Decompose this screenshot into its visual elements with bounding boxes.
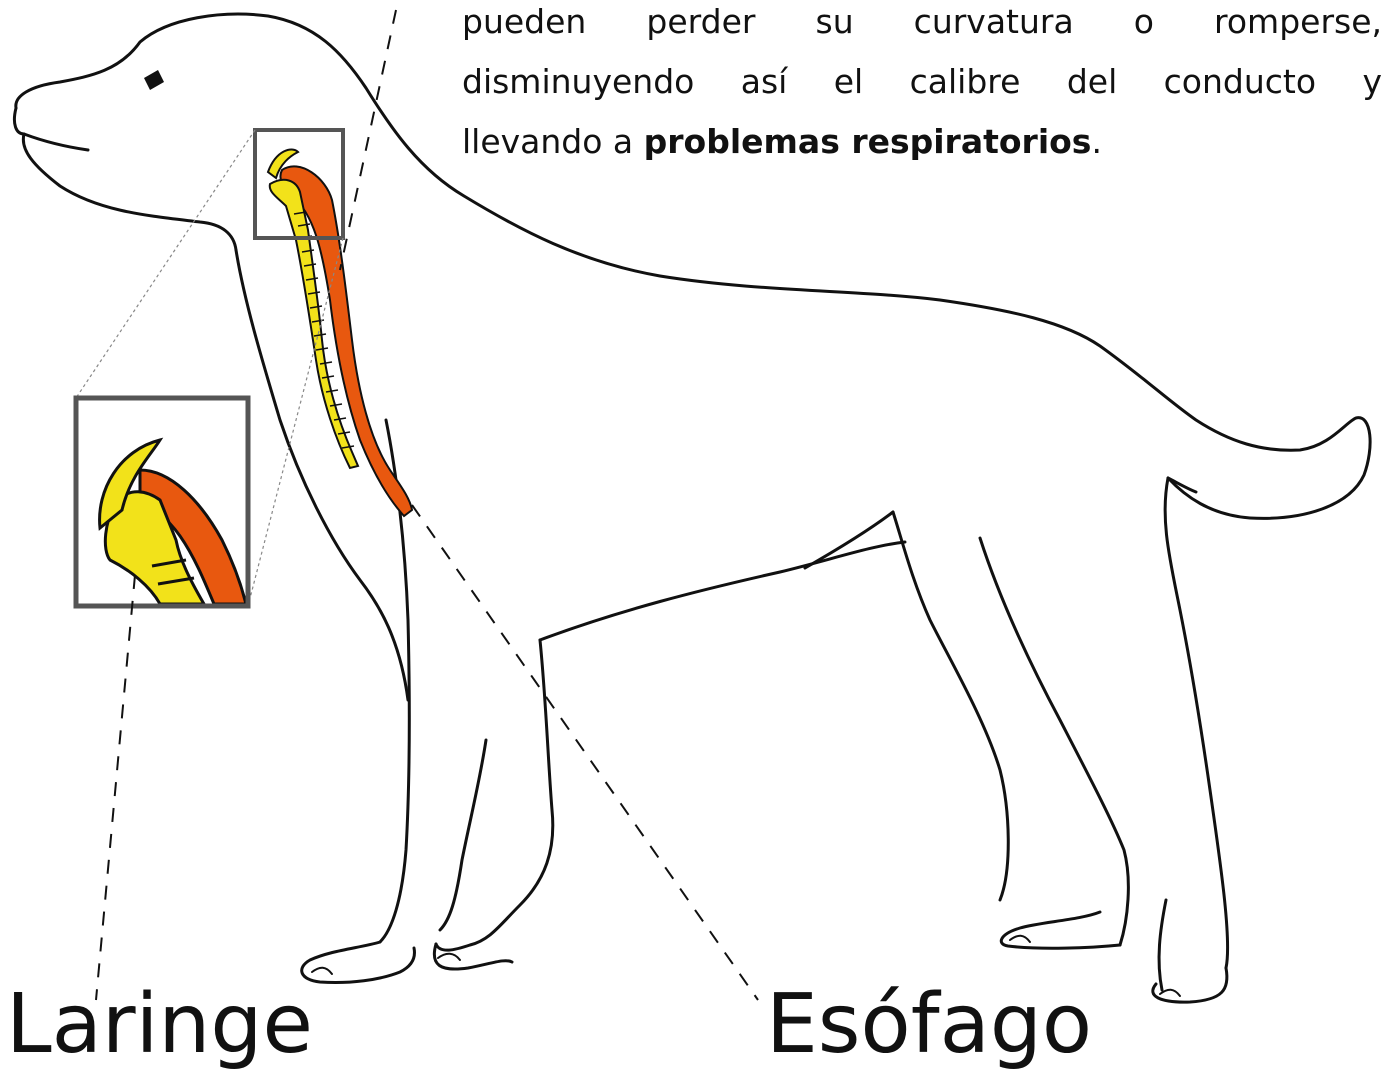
label-larynx: Laringe xyxy=(6,977,313,1072)
description-line-1: pueden perder su curvatura o romperse, xyxy=(462,2,1382,41)
dog-outline xyxy=(12,12,1372,1004)
pointer-lines xyxy=(95,9,759,1001)
description-paragraph: pueden perder su curvatura o romperse, d… xyxy=(462,0,1382,172)
description-line-2: disminuyendo así el calibre del conducto… xyxy=(462,62,1382,101)
description-line-3: llevando a problemas respiratorios. xyxy=(462,112,1382,172)
zoom-source-frame xyxy=(253,128,345,240)
description-line-3-prefix: llevando a xyxy=(462,122,644,161)
label-esophagus: Esófago xyxy=(766,977,1093,1072)
description-emphasis: problemas respiratorios xyxy=(643,122,1092,161)
description-line-3-suffix: . xyxy=(1091,122,1102,161)
zoom-inset xyxy=(73,395,251,609)
dog-eye xyxy=(144,70,164,90)
dog-anatomy-diagram xyxy=(12,9,1372,1004)
